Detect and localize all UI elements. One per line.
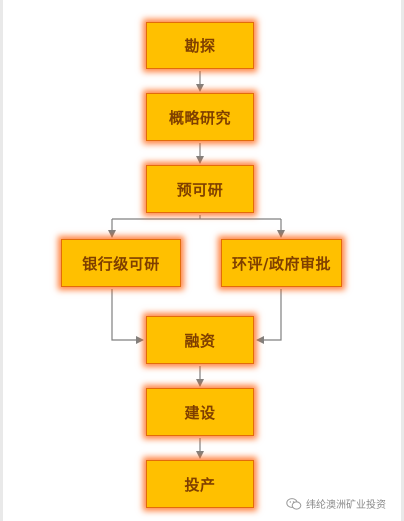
arrow-environmental-to-financing <box>256 289 282 344</box>
node-prefeasibility: 预可研 <box>146 165 254 213</box>
node-financing: 融资 <box>146 316 254 364</box>
node-construction-label: 建设 <box>184 403 216 422</box>
node-environmental-approval-label: 环评/政府审批 <box>232 254 331 273</box>
node-bankable-feasibility: 银行级可研 <box>61 239 181 287</box>
wechat-official-account-icon <box>286 497 302 510</box>
node-environmental-approval: 环评/政府审批 <box>221 239 342 287</box>
node-construction: 建设 <box>146 388 254 436</box>
node-scoping-study: 概略研究 <box>146 93 254 141</box>
left-frame-edge <box>0 0 3 521</box>
node-survey-label: 勘探 <box>184 37 216 55</box>
node-production-label: 投产 <box>184 475 216 494</box>
node-survey: 勘探 <box>146 22 254 69</box>
watermark-text: 纬纶澳洲矿业投资 <box>306 500 386 511</box>
node-bankable-feasibility-label: 银行级可研 <box>82 254 160 273</box>
right-frame-edge <box>401 0 404 521</box>
arrow-bankable-to-financing <box>111 289 144 344</box>
node-production: 投产 <box>146 460 254 508</box>
node-scoping-study-label: 概略研究 <box>168 108 231 127</box>
watermark: 纬纶澳洲矿业投资 <box>286 496 386 511</box>
node-prefeasibility-label: 预可研 <box>176 180 224 199</box>
node-financing-label: 融资 <box>184 331 216 350</box>
